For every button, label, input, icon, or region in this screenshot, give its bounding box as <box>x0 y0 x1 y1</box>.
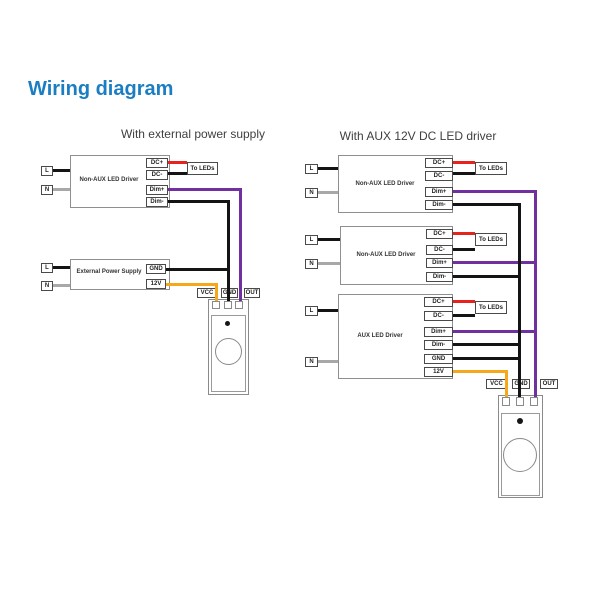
right-driver1-input-l: L <box>305 164 318 174</box>
right-driver2-dim-plus-wire <box>453 261 537 264</box>
left-sensor-pin-out <box>235 301 243 309</box>
left-driver-label: Non-AUX LED Driver <box>79 177 139 183</box>
right-driver2-input-n: N <box>305 259 318 269</box>
power-supply-input-l: L <box>41 263 53 273</box>
right-out-bus-wire-vertical <box>534 190 537 403</box>
right-driver3-dim-minus-wire <box>453 343 521 346</box>
right-driver3-label: AUX LED Driver <box>357 333 403 339</box>
right-driver3-to-leds-label: To LEDs <box>475 301 507 314</box>
left-sensor-indicator-dot <box>225 321 230 326</box>
right-sensor-label-vcc: VCC <box>486 379 507 389</box>
left-to-leds-label: To LEDs <box>187 162 218 175</box>
right-driver3-l-wire <box>318 309 338 312</box>
power-supply-l-wire <box>53 266 70 269</box>
right-driver3-terminal-12v: 12V <box>424 367 453 377</box>
right-driver3-n-wire <box>318 360 338 363</box>
left-sensor-label-out: OUT <box>244 288 260 298</box>
right-driver1-terminal-dim-minus: Dim- <box>425 200 453 210</box>
right-driver2-dc-minus-wire <box>453 248 475 251</box>
right-driver1-dim-plus-wire <box>453 190 537 193</box>
right-driver1-dim-minus-wire <box>453 203 521 206</box>
right-driver2-terminal-dc-minus: DC- <box>426 245 453 255</box>
left-diagram-heading: With external power supply <box>120 127 266 141</box>
left-sensor-pin-vcc <box>212 301 220 309</box>
right-sensor-label-gnd: GND <box>512 379 530 389</box>
right-driver3-terminal-dim-plus: Dim+ <box>424 327 453 337</box>
right-driver2-terminal-dim-plus: Dim+ <box>426 258 453 268</box>
left-driver-terminal-dc-plus: DC+ <box>146 158 168 168</box>
power-supply-input-n: N <box>41 281 53 291</box>
right-driver2-dim-minus-wire <box>453 275 521 278</box>
left-sensor-pin-gnd <box>224 301 232 309</box>
right-driver3-12v-wire-horizontal <box>453 370 508 373</box>
right-driver2-to-leds-label: To LEDs <box>475 233 507 246</box>
right-driver3-dc-plus-wire <box>453 300 475 303</box>
external-power-supply-label: External Power Supply <box>76 269 142 275</box>
power-supply-n-wire <box>53 284 70 287</box>
right-driver1-label: Non-AUX LED Driver <box>355 181 415 187</box>
right-driver2-dc-plus-wire <box>453 232 475 235</box>
right-driver1-terminal-dc-minus: DC- <box>425 171 453 181</box>
page-title: Wiring diagram <box>28 78 174 100</box>
right-driver3-gnd-wire <box>453 357 521 360</box>
right-driver3-terminal-dim-minus: Dim- <box>424 340 453 350</box>
left-driver-input-n: N <box>41 185 53 195</box>
left-driver-terminal-dim-minus: Dim- <box>146 197 168 207</box>
right-driver3-input-n: N <box>305 357 318 367</box>
right-driver3-terminal-gnd: GND <box>424 354 453 364</box>
right-driver1-terminal-dc-plus: DC+ <box>425 158 453 168</box>
right-driver1-l-wire <box>318 167 338 170</box>
right-driver3-terminal-dc-plus: DC+ <box>424 297 453 307</box>
left-driver-l-wire <box>53 169 70 172</box>
right-driver1-terminal-dim-plus: Dim+ <box>425 187 453 197</box>
right-driver1-to-leds-label: To LEDs <box>475 162 507 175</box>
right-driver1-input-n: N <box>305 188 318 198</box>
right-driver1-n-wire <box>318 191 338 194</box>
right-sensor-lens <box>503 438 537 472</box>
right-diagram-heading: With AUX 12V DC LED driver <box>339 129 497 143</box>
right-driver1-dc-plus-wire <box>453 161 475 164</box>
left-sensor-lens <box>215 338 242 365</box>
right-sensor-indicator-dot <box>517 418 523 424</box>
right-sensor-label-out: OUT <box>540 379 558 389</box>
left-dim-minus-wire-horizontal <box>168 200 230 203</box>
right-driver2-n-wire <box>318 262 340 265</box>
left-dim-plus-wire-vertical <box>239 188 242 305</box>
left-driver-terminal-dim-plus: Dim+ <box>146 185 168 195</box>
right-sensor-pin-out <box>530 397 538 406</box>
right-driver3-12v-wire-vertical <box>505 370 508 402</box>
right-sensor-pin-vcc <box>502 397 510 406</box>
power-supply-gnd-wire <box>166 268 227 271</box>
left-dim-plus-wire-horizontal <box>168 188 242 191</box>
right-driver2-terminal-dc-plus: DC+ <box>426 229 453 239</box>
left-driver-n-wire <box>53 188 70 191</box>
right-gnd-bus-wire-vertical <box>518 203 521 400</box>
right-driver1-dc-minus-wire <box>453 172 475 175</box>
right-driver2-terminal-dim-minus: Dim- <box>426 272 453 282</box>
power-supply-12v-wire-horizontal <box>166 283 218 286</box>
right-driver3-input-l: L <box>305 306 318 316</box>
left-dc-plus-wire <box>168 161 187 164</box>
left-driver-terminal-dc-minus: DC- <box>146 170 168 180</box>
right-driver2-l-wire <box>318 238 340 241</box>
right-driver3-terminal-dc-minus: DC- <box>424 311 453 321</box>
power-supply-12v-wire-vertical <box>215 283 218 305</box>
left-sensor-label-vcc: VCC <box>197 288 217 298</box>
left-dim-minus-wire-vertical <box>227 200 230 305</box>
right-driver3-dim-plus-wire <box>453 330 537 333</box>
right-sensor-pin-gnd <box>516 397 524 406</box>
right-driver3-dc-minus-wire <box>453 314 475 317</box>
power-supply-terminal-12v: 12V <box>146 279 166 289</box>
left-driver-input-l: L <box>41 166 53 176</box>
right-driver2-label: Non-AUX LED Driver <box>356 252 416 258</box>
power-supply-terminal-gnd: GND <box>146 264 166 274</box>
right-driver2-input-l: L <box>305 235 318 245</box>
left-dc-minus-wire <box>168 172 187 175</box>
